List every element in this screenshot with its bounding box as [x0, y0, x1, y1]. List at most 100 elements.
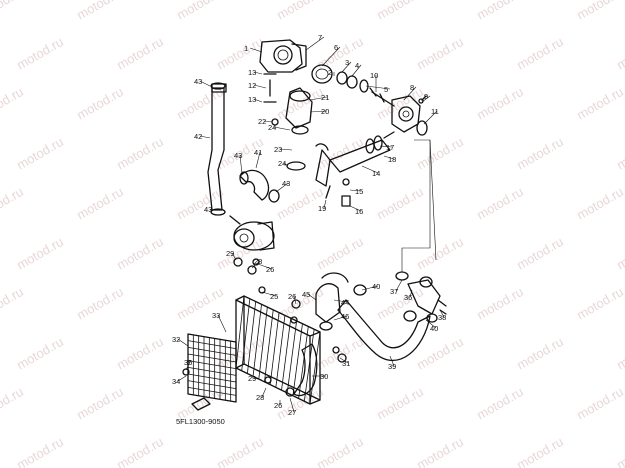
callout-leader-33	[217, 314, 227, 333]
radiator-mount-bolts	[182, 286, 301, 397]
callout-leader-7	[305, 36, 325, 51]
watermark-text: motod.ru	[274, 0, 326, 23]
watermark-text: motod.ru	[374, 284, 426, 323]
watermark-text: motod.ru	[574, 0, 625, 23]
callout-leader-27	[289, 397, 295, 413]
callout-leader-5	[365, 85, 391, 90]
callout-leader-26	[293, 295, 297, 305]
radiator-fin	[258, 307, 268, 380]
guard-grid-line	[187, 380, 237, 390]
callout-33: 33	[212, 311, 220, 320]
callout-16: 16	[355, 207, 363, 216]
callout-leader-39	[389, 355, 395, 367]
callout-31: 31	[342, 359, 350, 368]
hose-curved	[239, 169, 280, 203]
callout-43: 43	[194, 77, 202, 86]
callout-43: 43	[204, 205, 212, 214]
callout-leader-13	[253, 98, 263, 103]
callout-leader-13	[253, 71, 263, 75]
guard-grid-line	[187, 373, 237, 383]
callout-leader-44	[333, 299, 348, 303]
watermark-text: motod.ru	[414, 34, 466, 73]
watermark-text: motod.ru	[0, 284, 26, 323]
callout-leader-4	[351, 64, 362, 77]
callout-45: 45	[302, 290, 310, 299]
watermark-text: motod.ru	[474, 0, 526, 23]
watermark-text: motod.ru	[14, 234, 66, 273]
watermark-text: motod.ru	[14, 434, 66, 468]
label-tag	[191, 397, 211, 411]
callout-10: 10	[370, 71, 378, 80]
callout-28: 28	[254, 257, 262, 266]
callout-leader-36	[409, 289, 413, 298]
radiator-fin	[269, 312, 280, 385]
guard-grid-line	[187, 353, 237, 363]
watermark-text: motod.ru	[614, 334, 625, 373]
callout-38: 38	[438, 313, 446, 322]
callout-leader-15	[349, 189, 362, 192]
callout-12: 12	[248, 81, 256, 90]
oil-cooler	[229, 215, 275, 251]
watermark-text: motod.ru	[174, 84, 226, 123]
watermark-text: motod.ru	[414, 234, 466, 273]
radiator-fin	[275, 315, 286, 388]
guard-grid-line	[187, 346, 237, 356]
callout-leader-28	[251, 260, 261, 269]
watermark-text: motod.ru	[0, 84, 26, 123]
callout-leader-6	[321, 46, 341, 67]
callout-26: 26	[288, 292, 296, 301]
radiator-fin	[286, 320, 298, 393]
callout-leader-18	[383, 155, 395, 160]
callout-leader-17	[379, 145, 393, 148]
callout-leader-43	[275, 182, 289, 193]
watermark-text: motod.ru	[114, 434, 166, 468]
radiator-fin	[281, 318, 292, 391]
pipe-top	[285, 87, 313, 129]
callout-leader-37	[395, 279, 403, 292]
watermark-text: motod.ru	[314, 434, 366, 468]
radiator-fin	[241, 298, 251, 371]
watermark-text: motod.ru	[374, 384, 426, 423]
callout-leader-25	[261, 291, 277, 297]
impeller-shaft	[369, 87, 395, 107]
callout-8: 8	[410, 83, 414, 92]
watermark-text: motod.ru	[114, 234, 166, 273]
callout-leader-41	[255, 151, 261, 169]
watermark-text: motod.ru	[574, 384, 625, 423]
callout-28: 28	[256, 393, 264, 402]
callout-4: 4	[355, 61, 359, 70]
watermark-text: motod.ru	[414, 434, 466, 468]
watermark-text: motod.ru	[214, 434, 266, 468]
coolant-pipe-long	[315, 131, 395, 187]
guard-grid-line	[187, 386, 237, 396]
callout-leader-3	[341, 61, 352, 73]
callout-40: 40	[372, 282, 380, 291]
watermark-text: motod.ru	[514, 334, 566, 373]
guard-grid-line	[187, 340, 237, 350]
watermark-text: motod.ru	[114, 134, 166, 173]
callout-37: 37	[390, 287, 398, 296]
callout-leader-29	[253, 377, 263, 381]
watermark-text: motod.ru	[474, 384, 526, 423]
watermark-text: motod.ru	[614, 234, 625, 273]
callout-20: 20	[321, 107, 329, 116]
watermark-text: motod.ru	[314, 234, 366, 273]
watermark-text: motod.ru	[114, 34, 166, 73]
radiator-fin	[298, 326, 309, 399]
watermark-text: motod.ru	[314, 334, 366, 373]
watermark-text: motod.ru	[74, 284, 126, 323]
small-clamp-upper	[286, 125, 309, 171]
callout-leader-20	[309, 110, 328, 113]
gasket-ring	[311, 64, 333, 84]
callout-39: 39	[388, 362, 396, 371]
pipe-bolts	[325, 178, 351, 207]
callout-44: 44	[341, 298, 349, 307]
radiator-fin	[309, 331, 321, 405]
callout-leader-8	[403, 86, 417, 101]
callout-leader-21	[309, 96, 328, 101]
callout-leader-26	[257, 263, 273, 270]
callout-43: 43	[282, 179, 290, 188]
